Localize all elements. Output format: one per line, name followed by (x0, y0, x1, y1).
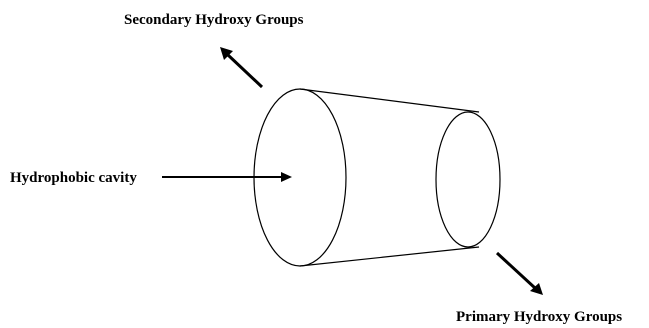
cavity-arrow (162, 172, 292, 182)
hydrophobic-cavity-label: Hydrophobic cavity (10, 170, 137, 186)
narrow-rim-ellipse (435, 111, 501, 248)
secondary-hydroxy-label: Secondary Hydroxy Groups (124, 12, 304, 28)
cone-top-edge (299, 88, 480, 113)
cone-bottom-edge (299, 246, 480, 267)
primary-hydroxy-label: Primary Hydroxy Groups (456, 309, 622, 325)
secondary-arrow (220, 47, 264, 89)
primary-arrow (495, 251, 543, 295)
